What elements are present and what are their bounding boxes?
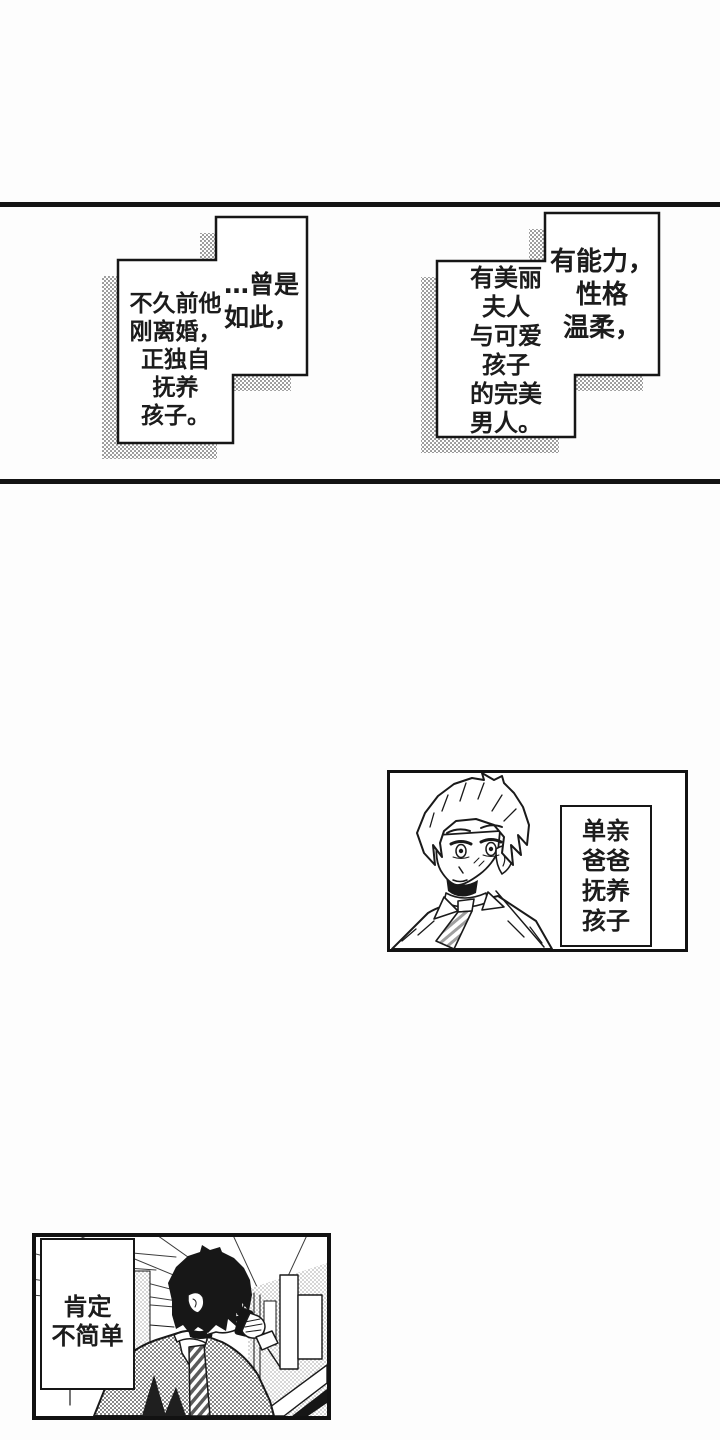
speech-line: …曾是 (223, 270, 299, 299)
speech-line: 性格 (575, 280, 628, 310)
caption-line: 孩子 (582, 907, 630, 935)
portrait-panel: 单亲 爸爸 抚养 孩子 (387, 770, 688, 952)
caption-line: 肯定 (63, 1293, 112, 1321)
speech-text-right-lead: 有能力， 性格 温柔， (545, 246, 659, 345)
speech-line: 男人。 (470, 409, 542, 437)
speech-line: 夫人 (482, 293, 530, 321)
portrait-nose (458, 866, 464, 874)
office-man-hair (168, 1245, 252, 1334)
speech-text-right-main: 有美丽 夫人 与可爱 孩子 的完美 男人。 (437, 264, 575, 438)
speech-bubble-shapes (102, 211, 661, 459)
caption-line: 不简单 (51, 1322, 124, 1350)
speech-line: 如此， (223, 303, 299, 332)
office-artwork (36, 1237, 327, 1416)
speech-line: 有能力， (549, 247, 654, 277)
desk-edge (257, 1364, 327, 1416)
speech-line: 与可爱 (470, 322, 542, 350)
speech-box-outline (116, 215, 309, 445)
caption-box: 肯定 不简单 (40, 1238, 135, 1390)
portrait-eyes (449, 838, 503, 846)
portrait-tie-knot (457, 898, 475, 913)
right-bubble-group (421, 211, 661, 453)
caption-line: 单亲 (582, 817, 630, 845)
speech-line: 孩子。 (141, 403, 210, 429)
speech-line: 温柔， (562, 313, 641, 343)
cabinet (297, 1294, 323, 1360)
portrait-tie (435, 910, 473, 949)
office-man-cuff (255, 1330, 279, 1351)
speech-text-left-lead: …曾是 如此， (216, 268, 307, 334)
office-man-tie (188, 1344, 211, 1416)
speech-text-left-main: 不久前他 刚离婚， 正独自 抚养 孩子。 (118, 290, 233, 430)
caption-line: 爸爸 (582, 847, 630, 875)
speech-line: 的完美 (470, 380, 542, 408)
portrait-brows (446, 824, 503, 834)
office-man-neck-shadow (188, 1325, 214, 1339)
office-panel: 肯定 不简单 (32, 1233, 331, 1420)
portrait-mouth (452, 879, 468, 883)
caption-box: 单亲 爸爸 抚养 孩子 (560, 805, 652, 947)
speech-line: 正独自 (141, 347, 210, 373)
desk-edge-dark (292, 1389, 327, 1416)
speech-line: 有美丽 (470, 264, 542, 292)
caption-line: 抚养 (582, 877, 630, 905)
speech-box-outline (435, 211, 661, 439)
speech-line: 孩子 (482, 351, 530, 379)
portrait-cord (495, 890, 545, 948)
left-bubble-group (102, 215, 309, 459)
speech-line: 抚养 (152, 375, 199, 401)
section-divider-bottom (0, 479, 720, 484)
section-divider-top (0, 202, 720, 207)
speech-line: 不久前他 (129, 291, 222, 317)
cabinet (279, 1274, 299, 1370)
portrait-artwork (391, 773, 553, 949)
speech-line: 刚离婚， (129, 319, 222, 345)
portrait-neck-shadow (446, 876, 478, 897)
